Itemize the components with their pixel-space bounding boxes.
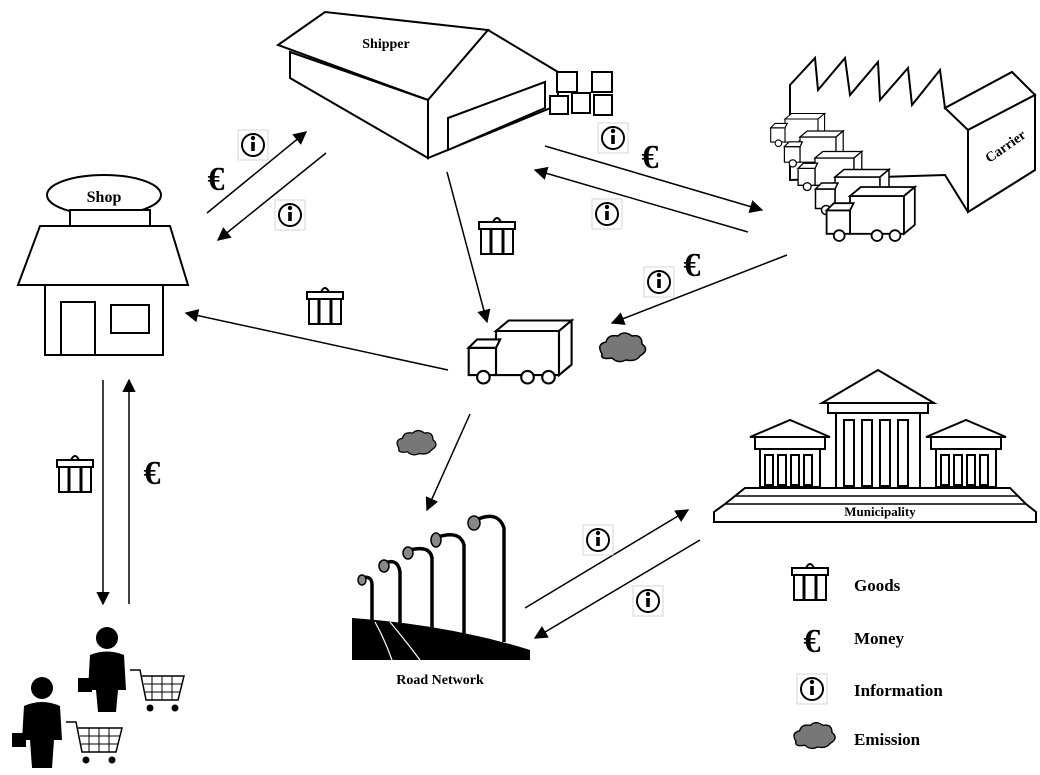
arrow-shipper-to-truck (446, 171, 491, 324)
information-icon (796, 673, 828, 705)
arrow-road-to-municipality (524, 509, 690, 609)
customers-shopping (12, 627, 185, 768)
emission-icon (793, 722, 836, 750)
goods-icon (55, 454, 95, 494)
arrow-municipality-to-road (533, 539, 701, 639)
arrow-carrier-to-truck (610, 254, 788, 325)
arrow-truck-to-shop (184, 308, 449, 371)
money-icon: € (642, 139, 659, 176)
goods-icon (477, 216, 517, 256)
municipality-building: Municipality (713, 368, 1037, 523)
arrow-truck-to-road (425, 413, 471, 512)
delivery-truck (467, 319, 647, 385)
information-icon (274, 199, 306, 231)
information-icon (237, 129, 269, 161)
flow-arrows (96, 131, 788, 639)
money-icon: € (804, 623, 821, 660)
emission-icon (396, 429, 437, 456)
goods-icon (305, 286, 345, 326)
road-network: Road Network (352, 514, 530, 688)
arrow-shop-to-shipper (206, 131, 308, 214)
shipper-label: Shipper (362, 37, 409, 52)
legend-label: Emission (854, 730, 921, 749)
legend-item-money: € Money (804, 623, 905, 660)
information-icon (597, 122, 629, 154)
information-icon (582, 524, 614, 556)
information-icon (591, 198, 623, 230)
legend-item-goods: Goods (790, 562, 901, 602)
money-icon: € (208, 161, 225, 198)
legend-item-information: Information (796, 673, 943, 705)
municipality-label: Municipality (844, 504, 916, 519)
legend-label: Money (854, 629, 905, 648)
arrow-shipper-to-shop (216, 152, 327, 241)
carrier-depot: Carrier (770, 55, 1037, 242)
goods-icon (790, 562, 830, 602)
shop-label: Shop (87, 189, 122, 206)
information-icon (643, 266, 675, 298)
arrow-shipper-to-carrier (544, 145, 764, 214)
shipper-warehouse: Shipper (275, 10, 613, 160)
legend-item-emission: Emission (793, 722, 921, 750)
legend: Goods € Money Information Emission (790, 562, 943, 750)
road-network-label: Road Network (396, 673, 484, 688)
legend-label: Information (854, 681, 943, 700)
information-icon (632, 585, 664, 617)
flow-symbols: € € € € (55, 122, 701, 617)
arrow-carrier-to-shipper (533, 166, 749, 233)
money-icon: € (144, 455, 161, 492)
money-icon: € (684, 247, 701, 284)
shop-building: Shop (16, 174, 190, 356)
legend-label: Goods (854, 576, 901, 595)
